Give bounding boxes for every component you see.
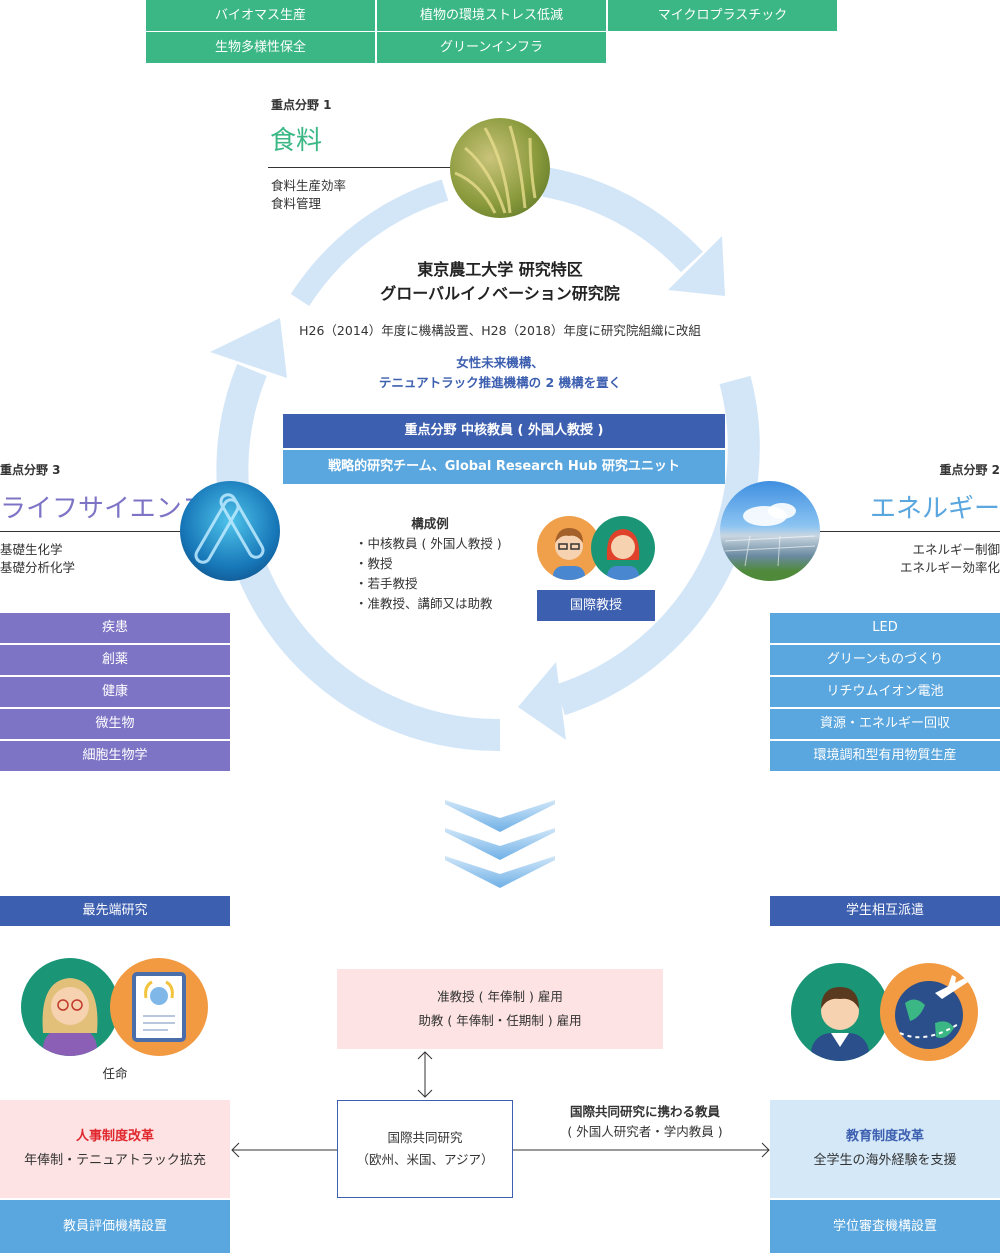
degree-review-bar: 学位審査機構設置 (770, 1200, 1000, 1253)
life-item-disease: 疾患 (0, 613, 230, 643)
area1-title: 食料 (270, 126, 323, 156)
life-item-drug: 創薬 (0, 645, 230, 675)
edu-reform-desc: 全学生の海外経験を支援 (813, 1153, 957, 1168)
intl-professor-label: 国際教授 (537, 590, 655, 621)
student-avatar (791, 963, 889, 1061)
energy-item-recovery: 資源・エネルギー回収 (770, 709, 1000, 739)
certificate-icon (132, 972, 186, 1042)
hire-line2: 助教 ( 年俸制・任期制 ) 雇用 (418, 1013, 582, 1028)
area1-label: 重点分野 1 (271, 98, 332, 112)
composition-item: ・准教授、講師又は助教 (355, 596, 493, 611)
cycle-arrows (210, 167, 760, 752)
female-professor-icon (606, 529, 640, 580)
solar-panel-icon (724, 503, 816, 567)
female-researcher-avatar (21, 958, 119, 1056)
teachers-label: 国際共同研究に携わる教員 ( 外国人研究者・学内教員 ) (520, 1102, 770, 1142)
area1-desc: 食料生産効率 食料管理 (271, 177, 346, 213)
life-item-cell: 細胞生物学 (0, 741, 230, 771)
tag-plant-stress: 植物の環境ストレス低減 (377, 0, 606, 31)
area1-rule (268, 167, 458, 168)
center-org1: 女性未来機構、 (456, 355, 544, 370)
center-history: H26（2014）年度に機構設置、H28（2018）年度に研究院組織に改組 (299, 323, 701, 338)
center-title2: グローバルイノベーション研究院 (380, 284, 620, 303)
area2-desc1: エネルギー制御 (912, 542, 1000, 557)
hr-reform-title: 人事制度改革 (75, 1129, 154, 1144)
area3-title: ライフサイエンス (0, 494, 208, 524)
teachers-line2: ( 外国人研究者・学内教員 ) (567, 1124, 723, 1139)
area3-label: 重点分野 3 (0, 463, 61, 477)
certificate-avatar (110, 958, 208, 1056)
energy-item-battery: リチウムイオン電池 (770, 677, 1000, 707)
student-icon (811, 987, 869, 1061)
hr-reform-box: 人事制度改革 年俸制・テニュアトラック拡充 (0, 1100, 230, 1198)
center-title: 東京農工大学 研究特区 グローバルイノベーション研究院 (300, 258, 700, 306)
rice-icon (454, 125, 537, 214)
energy-item-eco: 環境調和型有用物質生産 (770, 741, 1000, 771)
area2-desc: エネルギー制御 エネルギー効率化 (900, 541, 1000, 577)
test-tube-icon (194, 493, 265, 564)
energy-item-green-mfg: グリーンものづくり (770, 645, 1000, 675)
area3-desc2: 基礎分析化学 (0, 560, 76, 575)
area3-desc1: 基礎生化学 (0, 542, 63, 557)
tag-green-infra: グリーンインフラ (377, 32, 606, 63)
hire-line1: 准教授 ( 年俸制 ) 雇用 (437, 989, 563, 1004)
female-professor-avatar (591, 516, 655, 580)
teachers-line1: 国際共同研究に携わる教員 (569, 1104, 720, 1119)
male-professor-icon (553, 528, 585, 580)
life-item-health: 健康 (0, 677, 230, 707)
energy-item-led: LED (770, 613, 1000, 643)
area1-desc1: 食料生産効率 (271, 178, 347, 193)
area3-desc: 基礎生化学 基礎分析化学 (0, 541, 75, 577)
edu-reform-title: 教育制度改革 (845, 1129, 924, 1144)
cutting-edge-header: 最先端研究 (0, 896, 230, 926)
hr-reform-desc: 年俸制・テニュアトラック拡充 (24, 1153, 206, 1168)
area2-title: エネルギー (869, 494, 1000, 524)
life-item-microbe: 微生物 (0, 709, 230, 739)
composition-item: ・教授 (355, 556, 393, 571)
core-faculty-bar: 重点分野 中核教員 ( 外国人教授 ) (283, 414, 725, 448)
left-arrow-icon (231, 1142, 337, 1158)
rice-photo (450, 118, 550, 218)
center-title1: 東京農工大学 研究特区 (417, 260, 583, 279)
area2-label: 重点分野 2 (939, 463, 1000, 477)
composition-item: ・中核教員 ( 外国人教授 ) (355, 536, 502, 551)
composition: 構成例 ・中核教員 ( 外国人教授 ) ・教授 ・若手教授 ・准教授、講師又は助… (355, 514, 535, 614)
down-chevrons-icon (445, 800, 555, 888)
student-exchange-header: 学生相互派遣 (770, 896, 1000, 926)
area2-rule (815, 531, 1000, 532)
center-org2: テニュアトラック推進機構の 2 機構を置く (378, 375, 622, 390)
globe-plane-icon (895, 975, 968, 1049)
center-orgs: 女性未来機構、 テニュアトラック推進機構の 2 機構を置く (300, 353, 700, 393)
tag-microplastic: マイクロプラスチック (608, 0, 837, 31)
tag-biodiversity: 生物多様性保全 (146, 32, 375, 63)
globe-avatar (880, 963, 978, 1061)
area3-rule (0, 531, 185, 532)
faculty-eval-bar: 教員評価機構設置 (0, 1200, 230, 1253)
area2-desc2: エネルギー効率化 (899, 560, 1000, 575)
male-professor-avatar (537, 516, 601, 580)
appoint-label: 任命 (102, 1066, 128, 1081)
vertical-double-arrow-icon (417, 1051, 433, 1098)
female-researcher-icon (42, 978, 98, 1056)
edu-reform-box: 教育制度改革 全学生の海外経験を支援 (770, 1100, 1000, 1198)
hire-box: 准教授 ( 年俸制 ) 雇用 助教 ( 年俸制・任期制 ) 雇用 (337, 969, 663, 1049)
composition-title: 構成例 (411, 516, 449, 531)
tag-biomass: バイオマス生産 (146, 0, 375, 31)
solar-panel-photo (720, 481, 820, 581)
joint-research-box: 国際共同研究 （欧州、米国、アジア） (337, 1100, 513, 1198)
right-arrow-icon (513, 1142, 770, 1158)
test-tube-photo (180, 481, 280, 581)
composition-item: ・若手教授 (355, 576, 418, 591)
area1-desc2: 食料管理 (271, 196, 322, 211)
joint-line2: （欧州、米国、アジア） (356, 1152, 494, 1167)
research-team-bar: 戦略的研究チーム、Global Research Hub 研究ユニット (283, 450, 725, 484)
joint-line1: 国際共同研究 (387, 1130, 463, 1145)
